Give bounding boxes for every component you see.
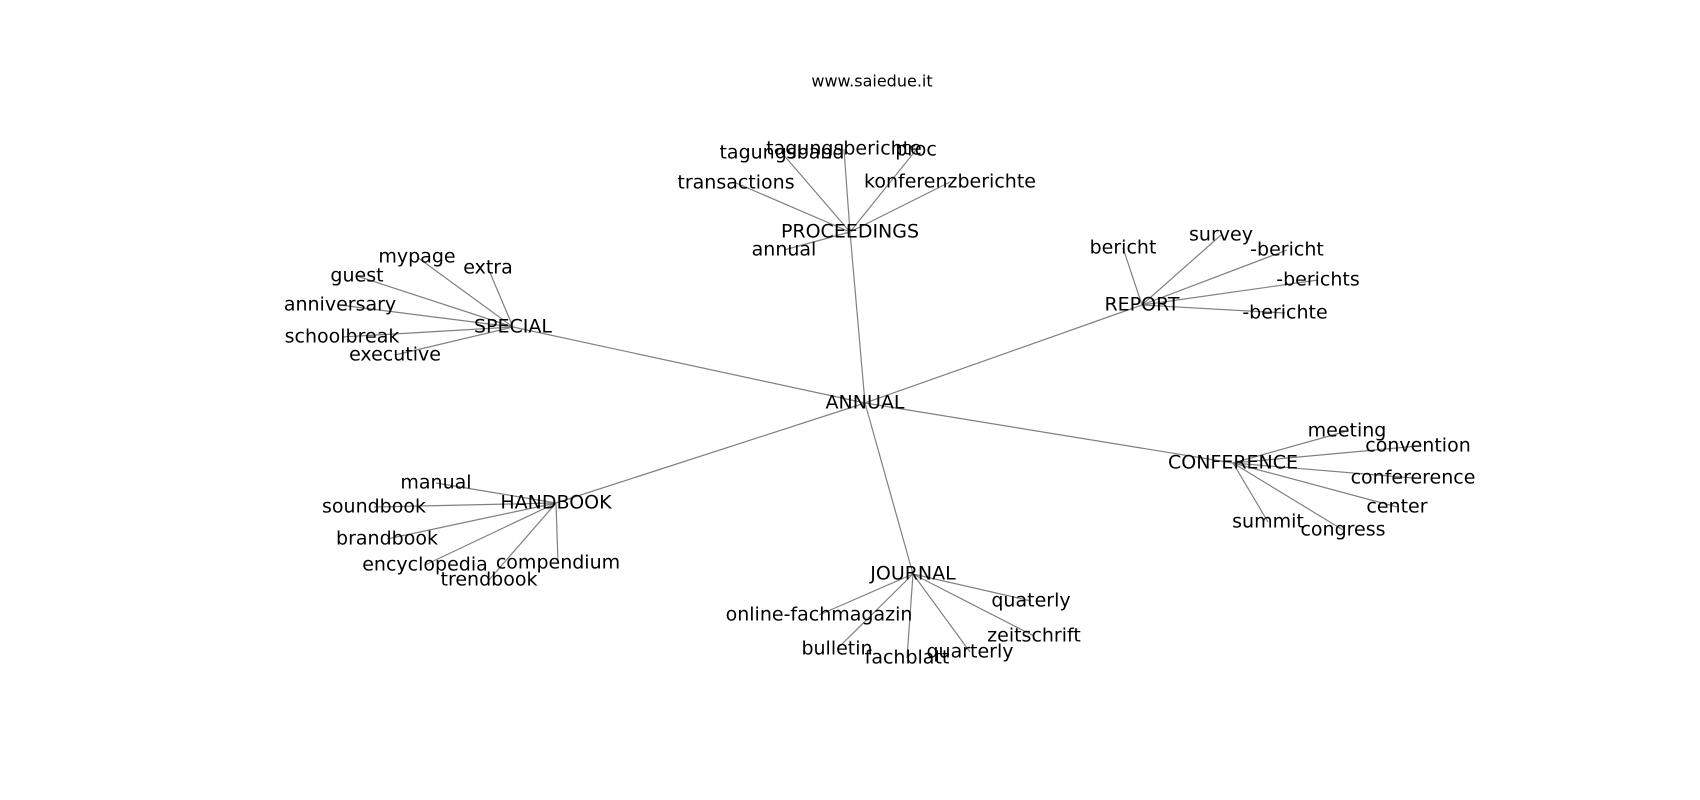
leaf-node-label: meeting: [1308, 420, 1387, 442]
edge-proceedings-1: [843, 148, 851, 233]
leaf-node-label: -berichts: [1276, 269, 1360, 291]
edges: [339, 148, 1419, 659]
hub-node-handbook: HANDBOOK: [500, 492, 612, 514]
edge-conference-5: [1232, 462, 1344, 531]
edge-root-proceedings: [849, 231, 866, 404]
edge-special-4: [341, 326, 514, 338]
edge-handbook-1: [373, 502, 557, 508]
edge-journal-4: [906, 573, 914, 659]
edge-root-journal: [864, 402, 914, 575]
edge-special-3: [339, 304, 514, 328]
edge-journal-3: [836, 573, 914, 650]
leaf-node-label: extra: [463, 257, 513, 279]
leaf-node-label: -berichte: [1242, 302, 1327, 324]
edge-journal-1: [818, 573, 914, 616]
leaf-node-label: konferenzberichte: [864, 171, 1036, 193]
edge-conference-2: [1232, 462, 1414, 479]
edge-special-2: [356, 275, 514, 328]
edge-root-special: [512, 326, 866, 404]
edge-conference-3: [1232, 462, 1398, 508]
leaf-node-label: summit: [1232, 511, 1304, 533]
edge-report-3: [1141, 279, 1319, 306]
leaf-node-label: encyclopedia: [362, 554, 488, 576]
leaf-node-label: tagungsberichte: [766, 138, 922, 160]
hub-node-conference: CONFERENCE: [1168, 452, 1298, 474]
edge-special-1: [487, 267, 514, 328]
edge-proceedings-4: [849, 181, 951, 233]
edge-proceedings-3: [735, 182, 851, 233]
edge-report-1: [1141, 234, 1222, 306]
leaf-node-label: online-fachmagazin: [726, 604, 913, 626]
leaf-node-label: fachblatt: [865, 647, 950, 669]
leaf-node-label: trendbook: [441, 569, 538, 591]
leaf-node-label: manual: [400, 472, 471, 494]
leaf-node-label: bulletin: [801, 638, 872, 660]
leaf-node-label: center: [1366, 496, 1427, 518]
site-title: www.saiedue.it: [811, 72, 932, 91]
edge-journal-2: [912, 573, 1035, 637]
leaf-node-label: quaterly: [991, 590, 1070, 612]
leaf-node-label: mypage: [378, 246, 455, 268]
edge-special-5: [394, 326, 514, 356]
leaf-node-label: compendium: [496, 552, 620, 574]
leaf-node-label: bericht: [1090, 237, 1157, 259]
leaf-node-label: convention: [1365, 435, 1470, 457]
edge-root-report: [864, 304, 1143, 404]
hub-node-proceedings: PROCEEDINGS: [781, 221, 919, 243]
leaf-node-label: quarterly: [926, 641, 1013, 663]
edge-journal-5: [912, 573, 971, 653]
leaf-node-label: soundbook: [322, 496, 426, 518]
edge-root-conference: [864, 402, 1234, 464]
edge-report-2: [1141, 249, 1288, 306]
edge-handbook-5: [488, 502, 557, 581]
leaf-node-label: schoolbreak: [285, 326, 400, 348]
hub-node-report: REPORT: [1104, 294, 1179, 316]
edge-handbook-2: [386, 502, 557, 540]
leaf-node-label: confererence: [1351, 467, 1476, 489]
leaf-node-label: -bericht: [1250, 239, 1324, 261]
edge-conference-1: [1232, 445, 1419, 464]
edge-report-0: [1122, 247, 1143, 306]
root-node-label: ANNUAL: [826, 392, 905, 414]
leaf-node-label: brandbook: [336, 528, 438, 550]
edge-journal-0: [912, 573, 1032, 602]
edge-proceedings-0: [781, 152, 851, 233]
edge-conference-0: [1232, 430, 1348, 464]
hub-node-journal: JOURNAL: [869, 563, 956, 585]
leaf-node-label: congress: [1300, 519, 1385, 541]
leaf-node-label: transactions: [677, 172, 794, 194]
edge-report-4: [1141, 304, 1286, 314]
edge-proceedings-2: [849, 149, 917, 233]
edge-handbook-3: [424, 502, 557, 566]
leaf-node-label: proc: [895, 139, 937, 161]
leaf-node-label: annual: [752, 239, 817, 261]
edge-handbook-4: [555, 502, 559, 564]
edge-proceedings-5: [783, 231, 851, 251]
leaf-node-label: anniversary: [284, 294, 396, 316]
leaf-node-label: tagungsband: [719, 142, 844, 164]
leaf-node-label: zeitschrift: [987, 625, 1081, 647]
edge-root-handbook: [555, 402, 866, 504]
leaf-node-label: executive: [349, 344, 441, 366]
leaf-node-label: survey: [1189, 224, 1253, 246]
hub-node-special: SPECIAL: [474, 316, 552, 338]
edge-special-0: [416, 256, 514, 328]
edge-handbook-0: [435, 482, 557, 504]
edge-conference-4: [1232, 462, 1269, 523]
leaf-node-label: guest: [330, 265, 383, 287]
